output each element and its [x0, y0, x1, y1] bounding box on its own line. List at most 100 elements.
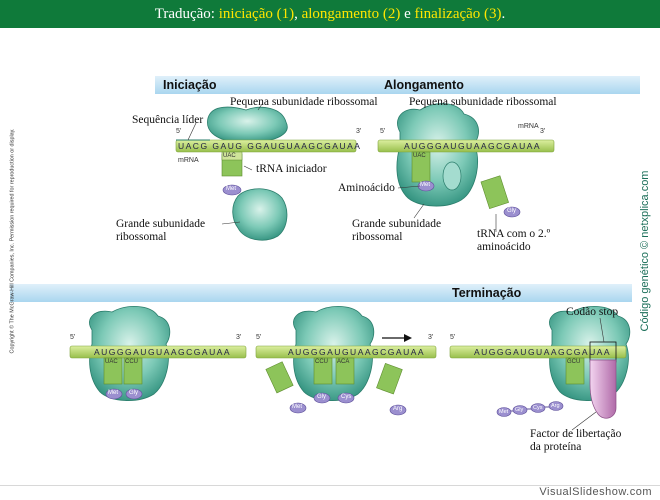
footer-divider: [0, 485, 660, 486]
arg-aminoacid-panel5: [548, 401, 564, 411]
title-termination: finalização (3): [414, 6, 502, 22]
aminoacid-pointer: [397, 185, 421, 189]
aa-met-p2: Met: [420, 182, 431, 188]
aa-met-p4: Met: [292, 404, 303, 410]
initiator-trna-pointer: [243, 165, 253, 171]
five-prime-p5: 5': [450, 334, 456, 341]
incoming-trna-panel4: [376, 363, 403, 395]
genetic-code-credit: Código genético © netxplica.com: [639, 170, 651, 332]
trna-p-site-panel4: [313, 357, 333, 385]
label-small-subunit-2: Pequena subunidade ribossomal: [409, 96, 557, 108]
mrna-strand-panel5: [449, 345, 627, 359]
aa-gly-p3: Gly: [129, 390, 138, 396]
panel-elongation-step1: [69, 306, 247, 401]
release-factor: [589, 359, 617, 419]
three-prime-p3: 3': [236, 334, 242, 341]
label-initiator-trna: tRNA iniciador: [256, 163, 327, 175]
three-prime-p4: 3': [428, 334, 434, 341]
panel-initiation: [175, 103, 357, 241]
three-prime-p2: 3': [540, 128, 546, 135]
aa-met-p5: Met: [499, 409, 509, 415]
mrna-strand-panel2: [377, 139, 555, 153]
codons-panel5: AUGGGAUGUAAGCGAUAA: [474, 347, 612, 357]
five-prime-p2: 5': [380, 128, 386, 135]
leader-pointer: [187, 122, 197, 141]
banner-elongation-label: Alongamento: [384, 78, 464, 92]
incoming-trna-panel2: [480, 175, 509, 209]
label-release-factor: Factor de libertação da proteína: [530, 428, 622, 453]
release-factor-pointer: [571, 411, 597, 431]
mrna-strand-panel1: [175, 139, 357, 153]
aa-met-p1: Met: [226, 186, 237, 192]
mrna-label-p2: mRNA: [518, 123, 539, 130]
anticodon-panel1: UAC: [223, 153, 236, 159]
label-small-subunit-1: Pequena subunidade ribossomal: [230, 96, 378, 108]
label-large-subunit-1: Grande subunidade ribossomal: [116, 218, 206, 243]
gly-aminoacid-panel4: [313, 392, 331, 404]
trna-p-site-panel3: [103, 357, 123, 385]
codons-panel1: UACG GAUG GGAUGUAAGCGAUAA: [178, 141, 362, 151]
label-second-trna: tRNA com o 2.º aminoácido: [477, 228, 551, 253]
ribosome-panel2: [396, 103, 479, 207]
anticodon-panel5: GCU: [567, 359, 581, 365]
large-subunit-panel1: [232, 188, 288, 241]
banner-bottom-left: [10, 284, 438, 302]
label-leader-sequence: Sequência líder: [132, 114, 204, 126]
panel-termination: [449, 306, 631, 431]
direction-arrow-head: [404, 334, 412, 342]
five-prime-p3: 5': [70, 334, 76, 341]
anticodon-panel4-a: CCU: [315, 359, 328, 365]
anticodon-panel3-b: CCU: [125, 359, 138, 365]
anticodon-panel3-a: UAC: [105, 359, 118, 365]
title-sep2: e: [400, 6, 415, 22]
gly-aminoacid-panel3: [125, 388, 143, 400]
title-initiation: iniciação (1): [218, 6, 295, 22]
mrna-label-p1: mRNA: [178, 157, 199, 164]
banner-initiation-label: Iniciação: [163, 78, 217, 92]
empty-a-site-panel2: [442, 161, 462, 191]
arg-aminoacid-panel4: [389, 404, 407, 416]
trna-a-site-panel3: [123, 357, 143, 385]
copyright-notice: Copyright © The McGraw-Hill Companies, I…: [9, 128, 16, 354]
codons-panel3: AUGGGAUGUAAGCGAUAA: [94, 347, 232, 357]
stop-codon-pointer: [599, 317, 605, 343]
cys-aminoacid-panel5: [530, 403, 546, 413]
met-aminoacid-panel5: [496, 407, 512, 417]
slide-title: Tradução: iniciação (1), alongamento (2)…: [0, 0, 660, 28]
aa-gly-p2: Gly: [507, 208, 516, 214]
five-prime-p4: 5': [256, 334, 262, 341]
aa-gly-p4: Gly: [317, 394, 326, 400]
three-prime-p1: 3': [356, 128, 362, 135]
trna-p-site-panel5: [565, 357, 585, 385]
panel-elongation: [377, 103, 555, 232]
title-elongation: alongamento (2): [301, 6, 401, 22]
cys-aminoacid-panel4: [337, 392, 355, 404]
label-stop-codon: Codão stop: [566, 306, 619, 318]
met-aminoacid-panel1: [222, 184, 242, 196]
anticodon-panel2: UAC: [413, 153, 426, 159]
anticodon-panel4-b: ACA: [337, 359, 350, 365]
aa-arg-p4: Arg: [393, 406, 403, 412]
mrna-strand-panel3: [69, 345, 247, 359]
small-subunit-panel1: [207, 106, 288, 143]
aa-met-p3: Met: [108, 390, 119, 396]
label-large-subunit-2: Grande subunidade ribossomal: [352, 218, 442, 243]
met-aminoacid-panel3: [105, 388, 123, 400]
label-aminoacid: Aminoácido: [338, 182, 395, 194]
aa-cys-p4: Cys: [341, 394, 352, 400]
footer-watermark: VisualSlideshow.com: [539, 486, 652, 498]
five-prime-p1: 5': [176, 128, 182, 135]
banner-termination-label: Terminação: [452, 286, 522, 300]
small-subunit-pointer-1: [257, 103, 263, 111]
codons-panel2: AUGGGAUGUAAGCGAUAA: [404, 141, 542, 151]
gly-aminoacid-panel2: [503, 206, 521, 218]
banner-elongation: Alongamento: [370, 76, 640, 94]
aa-arg-p5: Arg: [551, 403, 560, 409]
met-aminoacid-panel4: [289, 402, 307, 414]
gly-aminoacid-panel5: [512, 405, 528, 415]
title-sep1: ,: [294, 6, 302, 22]
initiator-trna-anticodon: [221, 151, 243, 161]
large-subunit-pointer-2: [413, 203, 425, 219]
large-subunit-pointer-1: [221, 221, 241, 225]
